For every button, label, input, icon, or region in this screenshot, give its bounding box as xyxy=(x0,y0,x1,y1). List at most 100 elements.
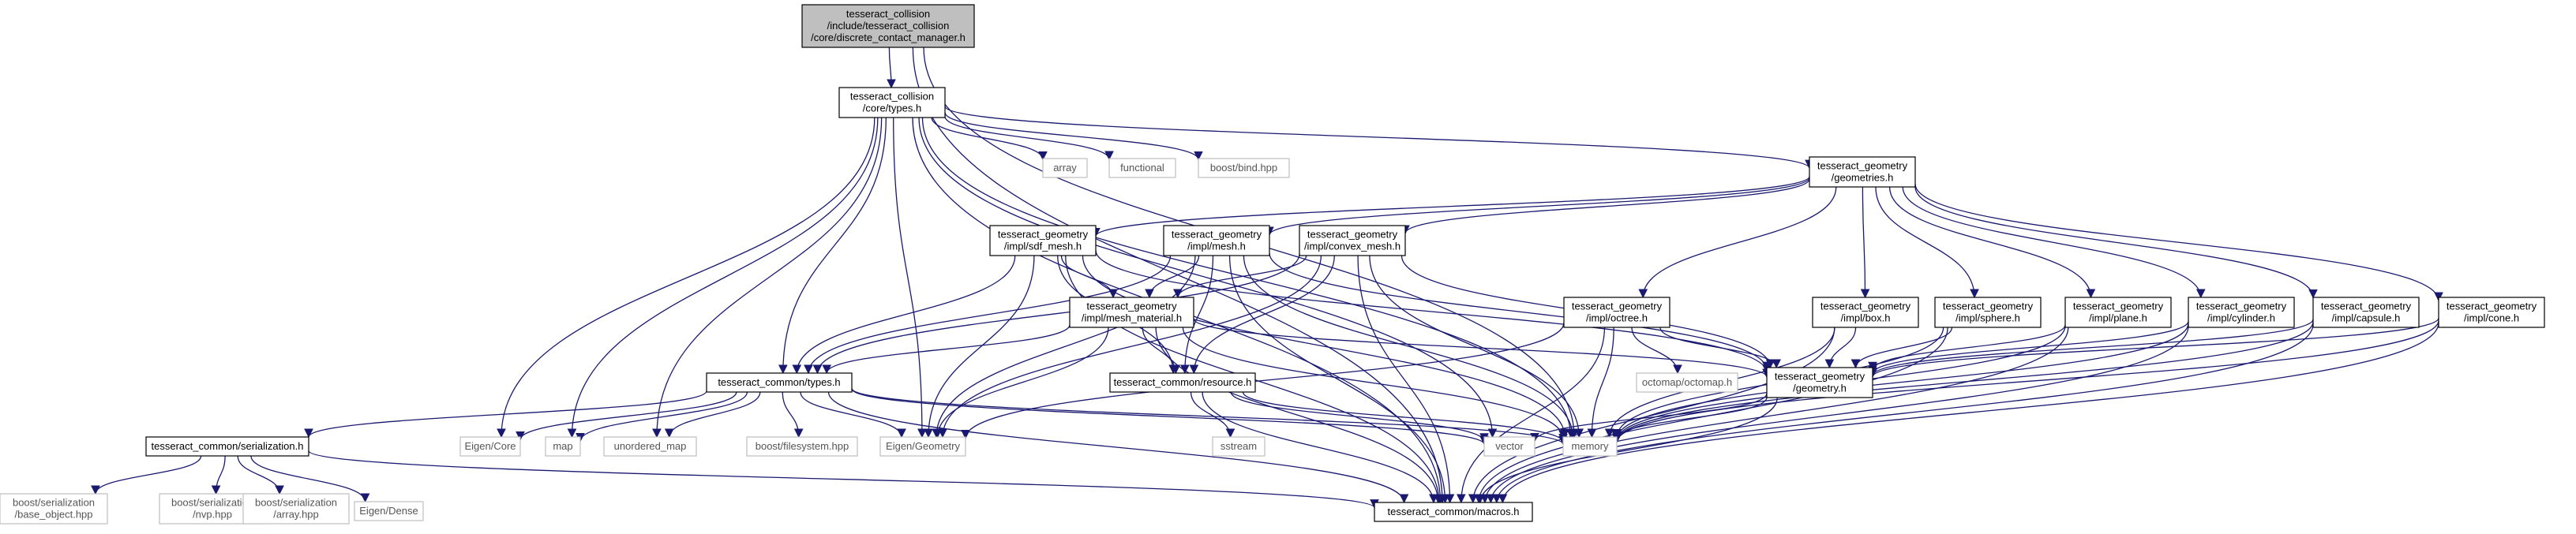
node-box-serialization xyxy=(145,436,309,457)
node-sdf_mesh[interactable]: tesseract_geometry/impl/sdf_mesh.h xyxy=(989,225,1097,256)
node-box-sphere xyxy=(1934,297,2042,328)
node-label-core_types-0: tesseract_collision xyxy=(850,91,934,103)
node-label-mesh_material-0: tesseract_geometry xyxy=(1086,301,1177,312)
edge-mesh_material-to-common_types xyxy=(822,324,1071,375)
node-box-boost_bind xyxy=(1198,158,1290,178)
node-mesh[interactable]: tesseract_geometry/impl/mesh.h xyxy=(1163,225,1270,256)
edge-mesh-to-macros xyxy=(1228,255,1450,504)
edge-plane-to-geometry_h xyxy=(1868,324,2066,372)
node-box-eigen_geometry xyxy=(879,436,966,457)
edge-common_types-to-boost_fs xyxy=(782,391,804,439)
node-sphere[interactable]: tesseract_geometry/impl/sphere.h xyxy=(1934,297,2042,328)
node-label-eigen_dense-0: Eigen/Dense xyxy=(359,505,418,517)
node-box-root xyxy=(801,4,975,48)
node-geometry_h[interactable]: tesseract_geometry/geometry.h xyxy=(1766,367,1873,398)
node-core_types[interactable]: tesseract_collision/core/types.h xyxy=(838,87,946,118)
node-serialization[interactable]: tesseract_common/serialization.h xyxy=(145,436,309,457)
edge-core_types-to-memory xyxy=(921,117,1576,439)
node-box-memory xyxy=(1562,436,1618,457)
node-plane[interactable]: tesseract_geometry/impl/plane.h xyxy=(2064,297,2172,328)
node-eigen_geometry: Eigen/Geometry xyxy=(879,436,966,457)
node-cone[interactable]: tesseract_geometry/impl/cone.h xyxy=(2438,297,2545,328)
edge-common_types-to-eigen_geometry xyxy=(800,391,906,439)
node-macros[interactable]: tesseract_common/macros.h xyxy=(1374,502,1533,522)
node-box[interactable]: tesseract_geometry/impl/box.h xyxy=(1812,297,1919,328)
edge-serialization-to-ser_array xyxy=(237,455,284,495)
node-box-functional xyxy=(1108,158,1176,178)
node-label-geometry_h-0: tesseract_geometry xyxy=(1775,371,1865,383)
edge-cone-to-geometry_h xyxy=(1868,317,2439,379)
edge-sphere-to-geometry_h xyxy=(1850,327,1953,369)
node-cylinder[interactable]: tesseract_geometry/impl/cylinder.h xyxy=(2188,297,2295,328)
edge-geometries-to-octree xyxy=(1638,186,1837,299)
node-label-unordered_map-0: unordered_map xyxy=(614,440,687,452)
edge-resource-to-sstream xyxy=(1190,391,1236,439)
edge-geometries-to-cone xyxy=(1914,183,2443,302)
edge-mesh_material-to-geometry_h xyxy=(1193,318,1772,379)
node-box-macros xyxy=(1374,502,1533,522)
edge-mesh_material-to-resource xyxy=(1142,327,1181,375)
edge-common_types-to-vector xyxy=(851,388,1489,446)
node-resource[interactable]: tesseract_common/resource.h xyxy=(1109,372,1256,393)
edge-geometry_h-to-macros xyxy=(1475,397,1778,504)
edge-mesh_material-to-macros xyxy=(1155,327,1443,504)
node-convex_mesh[interactable]: tesseract_geometry/impl/convex_mesh.h xyxy=(1299,225,1406,256)
node-label-sstream-0: sstream xyxy=(1221,440,1257,452)
node-label-convex_mesh-1: /impl/convex_mesh.h xyxy=(1304,241,1400,252)
node-box-mesh_material xyxy=(1069,297,1194,328)
node-box-sstream xyxy=(1212,436,1266,457)
edge-convex_mesh-to-mesh_material xyxy=(1173,255,1307,299)
node-common_types[interactable]: tesseract_common/types.h xyxy=(706,372,853,393)
edge-octree-to-octomap xyxy=(1631,327,1682,375)
node-box-sdf_mesh xyxy=(989,225,1097,256)
node-mesh_material[interactable]: tesseract_geometry/impl/mesh_material.h xyxy=(1069,297,1194,328)
node-label-geometries-1: /geometries.h xyxy=(1832,172,1894,184)
node-box-capsule xyxy=(2312,297,2420,328)
edge-core_types-to-boost_bind xyxy=(944,112,1203,161)
edge-cone-to-memory xyxy=(1612,319,2439,444)
node-memory: memory xyxy=(1562,436,1618,457)
node-geometries[interactable]: tesseract_geometry/geometries.h xyxy=(1809,156,1916,188)
node-label-cylinder-1: /impl/cylinder.h xyxy=(2207,312,2275,324)
node-box-mesh xyxy=(1163,225,1270,256)
node-ser_array: boost/serialization/array.hpp xyxy=(242,493,350,525)
node-box-core_types xyxy=(838,87,946,118)
edge-geometries-to-plane xyxy=(1888,186,2096,299)
edge-core_types-to-functional xyxy=(944,116,1114,161)
edge-geometries-to-convex_mesh xyxy=(1400,178,1810,235)
node-label-geometries-0: tesseract_geometry xyxy=(1817,160,1908,172)
node-label-resource-0: tesseract_common/resource.h xyxy=(1114,376,1252,388)
edge-common_types-to-eigen_core xyxy=(516,391,737,441)
node-eigen_dense: Eigen/Dense xyxy=(354,501,424,521)
edge-geometries-to-sdf_mesh xyxy=(1091,176,1810,237)
edge-serialization-to-eigen_dense xyxy=(250,455,370,503)
node-label-ser_array-1: /array.hpp xyxy=(273,509,319,521)
node-label-convex_mesh-0: tesseract_geometry xyxy=(1307,229,1398,241)
node-capsule[interactable]: tesseract_geometry/impl/capsule.h xyxy=(2312,297,2420,328)
node-root[interactable]: tesseract_collision/include/tesseract_co… xyxy=(801,4,975,48)
node-label-base_object-1: /base_object.hpp xyxy=(14,509,92,521)
node-box-cone xyxy=(2438,297,2545,328)
edge-core_types-to-eigen_geometry xyxy=(893,117,927,439)
edge-capsule-to-memory xyxy=(1612,321,2314,443)
node-box-base_object xyxy=(0,493,108,525)
nodes-layer: tesseract_collision/include/tesseract_co… xyxy=(0,4,2545,525)
edge-serialization-to-nvp xyxy=(211,455,226,495)
node-label-plane-0: tesseract_geometry xyxy=(2073,301,2164,312)
edge-core_types-to-map xyxy=(567,117,879,439)
edge-common_types-to-memory xyxy=(851,387,1568,446)
node-box-geometry_h xyxy=(1766,367,1873,398)
node-label-functional-0: functional xyxy=(1120,162,1164,174)
node-box-array xyxy=(1042,158,1088,178)
node-array: array xyxy=(1042,158,1088,178)
edge-resource-to-vector xyxy=(1230,391,1489,443)
node-label-sdf_mesh-1: /impl/sdf_mesh.h xyxy=(1004,241,1082,252)
node-box-ser_array xyxy=(242,493,350,525)
edge-convex_mesh-to-resource xyxy=(1189,255,1335,375)
node-label-cone-0: tesseract_geometry xyxy=(2447,301,2537,312)
node-octree[interactable]: tesseract_geometry/impl/octree.h xyxy=(1563,297,1670,328)
node-label-boost_bind-0: boost/bind.hpp xyxy=(1210,162,1277,174)
node-label-capsule-0: tesseract_geometry xyxy=(2321,301,2412,312)
node-label-sphere-1: /impl/sphere.h xyxy=(1955,312,2020,324)
